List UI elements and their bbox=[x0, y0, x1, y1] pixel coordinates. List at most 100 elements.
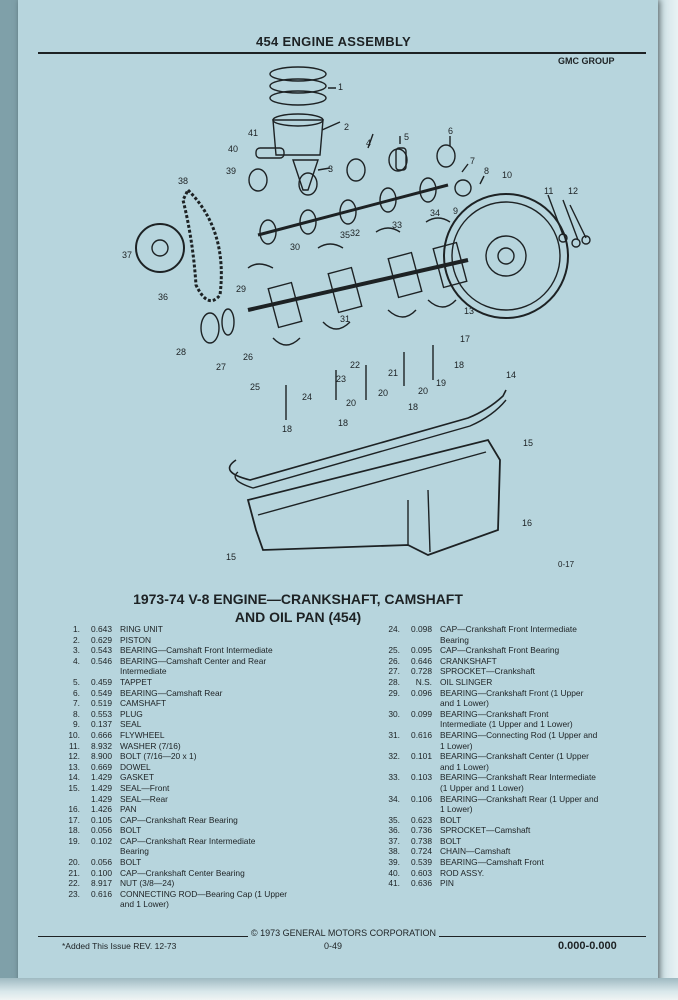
item-number: 16. bbox=[68, 804, 80, 815]
callout: 18 bbox=[408, 402, 418, 412]
group-code: 0.098 bbox=[411, 624, 432, 634]
part-description: BEARING—Camshaft Center and Rear bbox=[120, 655, 267, 666]
item-number: 37. bbox=[388, 835, 400, 846]
part-description: BEARING—Camshaft Front Intermediate bbox=[120, 645, 273, 656]
item-number: 29. bbox=[388, 687, 400, 698]
part-description: BEARING—Crankshaft Front bbox=[440, 708, 549, 719]
page-title: 454 ENGINE ASSEMBLY bbox=[256, 34, 412, 49]
callout: 17 bbox=[460, 334, 470, 344]
group-code bbox=[400, 804, 440, 815]
group-code bbox=[400, 741, 440, 752]
callout: 37 bbox=[122, 250, 132, 260]
figure-title: 1973-74 V-8 ENGINE—CRANKSHAFT, CAMSHAFT … bbox=[118, 590, 478, 626]
callout: 4 bbox=[366, 138, 371, 148]
callout: 20 bbox=[418, 386, 428, 396]
part-description: SPROCKET—Camshaft bbox=[440, 825, 531, 836]
callout: 33 bbox=[392, 220, 402, 230]
group-code: 0.106 bbox=[411, 793, 432, 804]
header-rule bbox=[38, 52, 646, 54]
parts-list-row: 28.N.S.OIL SLINGER bbox=[378, 677, 648, 688]
item-number: 14. bbox=[68, 772, 80, 783]
part-description: CHAIN—Camshaft bbox=[440, 846, 511, 857]
page-number: 0-49 bbox=[324, 941, 343, 951]
item-number bbox=[378, 804, 400, 815]
group-code: 0.724 bbox=[411, 846, 432, 857]
part-description: 1 Lower) bbox=[440, 740, 473, 751]
part-description: TAPPET bbox=[120, 676, 152, 687]
group-code: 0.736 bbox=[411, 825, 432, 836]
item-number: 21. bbox=[68, 867, 80, 878]
part-number-range: 0.000-0.000 bbox=[558, 940, 617, 952]
group-code: 1.426 bbox=[91, 804, 112, 815]
callout: 38 bbox=[178, 176, 188, 186]
callout: 40 bbox=[228, 144, 238, 154]
item-number bbox=[378, 762, 400, 773]
item-number: 1. bbox=[73, 624, 80, 634]
callout: 20 bbox=[378, 388, 388, 398]
callout: 18 bbox=[338, 418, 348, 428]
callout: 2 bbox=[344, 122, 349, 132]
item-number: 13. bbox=[68, 761, 80, 772]
callout: 15 bbox=[226, 552, 236, 562]
item-number: 10. bbox=[68, 729, 80, 740]
group-code: 0.728 bbox=[411, 666, 432, 677]
part-description: WASHER (7/16) bbox=[120, 740, 181, 751]
part-description: BEARING—Camshaft Front bbox=[440, 857, 544, 868]
item-number bbox=[378, 719, 400, 730]
group-code: 0.137 bbox=[91, 719, 112, 730]
group-code: 0.629 bbox=[91, 634, 112, 645]
parts-list-row: Bearing bbox=[58, 846, 378, 857]
item-number: 12. bbox=[68, 751, 80, 762]
item-number: 4. bbox=[73, 655, 80, 666]
item-number bbox=[378, 698, 400, 709]
figure-id: 0-17 bbox=[558, 560, 575, 569]
part-description: CAP—Crankshaft Rear Bearing bbox=[120, 814, 238, 825]
item-number: 35. bbox=[388, 814, 400, 825]
group-code: 0.105 bbox=[91, 814, 112, 825]
parts-list-row: Bearing bbox=[378, 635, 648, 646]
item-number: 19. bbox=[68, 835, 80, 846]
part-description: Bearing bbox=[120, 846, 149, 857]
exploded-engine-diagram: 1 2 3 4 5 6 7 8 9 10 11 12 13 14 15 15 1… bbox=[122, 66, 591, 562]
part-description: NUT (3/8—24) bbox=[120, 878, 175, 889]
group-code: 0.103 bbox=[411, 772, 432, 783]
part-description: SPROCKET—Crankshaft bbox=[440, 666, 535, 677]
callout: 36 bbox=[158, 292, 168, 302]
parts-list-row: and 1 Lower) bbox=[378, 698, 648, 709]
group-code: 0.056 bbox=[91, 857, 112, 868]
callout: 25 bbox=[250, 382, 260, 392]
callout: 22 bbox=[350, 360, 360, 370]
group-code: 1.429 bbox=[91, 793, 112, 804]
group-code: 0.643 bbox=[91, 624, 112, 634]
part-description: PAN bbox=[120, 804, 137, 815]
group-code: 0.099 bbox=[411, 708, 432, 719]
callout: 11 bbox=[544, 186, 553, 196]
callout: 23 bbox=[336, 374, 346, 384]
callout: 9 bbox=[453, 206, 458, 216]
callout: 39 bbox=[226, 166, 236, 176]
part-description: BEARING—Crankshaft Front (1 Upper bbox=[440, 687, 584, 698]
callout: 31 bbox=[340, 314, 350, 324]
part-description: Intermediate (1 Upper and 1 Lower) bbox=[440, 719, 573, 730]
parts-list-row: and 1 Lower) bbox=[378, 762, 648, 773]
part-description: Bearing bbox=[440, 634, 469, 645]
group-code: 1.429 bbox=[91, 772, 112, 783]
callout: 30 bbox=[290, 242, 300, 252]
part-description: BOLT bbox=[440, 835, 462, 846]
group-code: 0.519 bbox=[91, 698, 112, 709]
page-stack-bottom-edge bbox=[0, 978, 678, 1000]
